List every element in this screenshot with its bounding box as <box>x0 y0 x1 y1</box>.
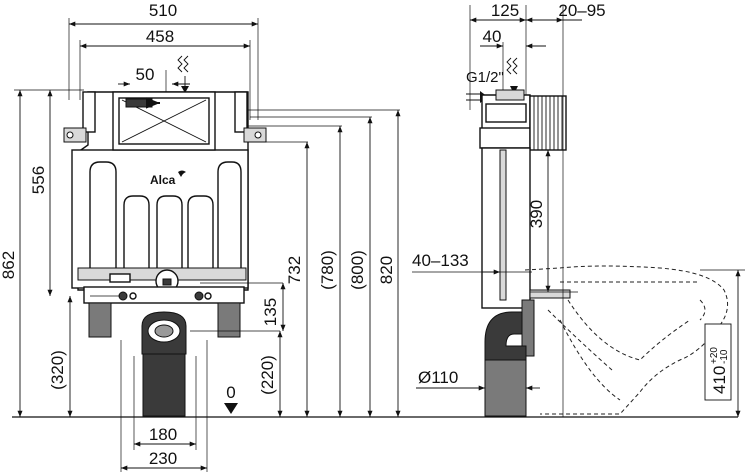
dim-180: 180 <box>149 425 177 444</box>
dim-390: 390 <box>527 200 546 228</box>
dim-230: 230 <box>149 449 177 468</box>
inlet-thread-label: G1/2" <box>466 69 504 86</box>
dim-40: 40 <box>483 27 502 46</box>
dim-135: 135 <box>261 298 280 326</box>
dim-862: 862 <box>0 251 18 279</box>
drain-pipe <box>142 353 186 417</box>
dim-410-tol-plus: +20 <box>709 347 720 364</box>
dim-40-133: 40–133 <box>412 251 469 270</box>
dim-410: 410 <box>710 366 729 394</box>
dim-510: 510 <box>149 1 177 20</box>
dim-220: (220) <box>258 355 277 395</box>
dim-458: 458 <box>146 27 174 46</box>
left-leg <box>88 302 112 338</box>
side-view: 125 20–95 40 G1/2" <box>412 1 745 417</box>
dim-800: (800) <box>348 250 367 290</box>
bird-logo-icon <box>178 170 186 177</box>
water-inlet-arrow-icon <box>506 57 518 75</box>
tank-ribs <box>89 161 242 268</box>
flush-bellows <box>529 95 567 151</box>
dim-125: 125 <box>491 1 519 20</box>
dim-410-tol-minus: -10 <box>719 349 730 364</box>
dim-50: 50 <box>136 65 155 84</box>
dim-20-95: 20–95 <box>558 1 605 20</box>
dim-820: 820 <box>377 256 396 284</box>
dim-732: 732 <box>285 256 304 284</box>
right-leg <box>217 302 241 338</box>
dim-556: 556 <box>29 166 48 194</box>
dim-320: (320) <box>48 350 67 390</box>
floor-zero: 0 <box>226 383 235 402</box>
left-bracket <box>63 127 87 143</box>
front-view: 510 458 50 <box>0 1 401 472</box>
dim-780: (780) <box>318 250 337 290</box>
dim-110: Ø110 <box>418 368 458 387</box>
dim-410-box <box>704 323 732 401</box>
toilet-bowl-outline <box>524 265 729 415</box>
brand-logo: Alca <box>150 173 176 187</box>
water-inlet-arrow-icon <box>177 55 189 90</box>
